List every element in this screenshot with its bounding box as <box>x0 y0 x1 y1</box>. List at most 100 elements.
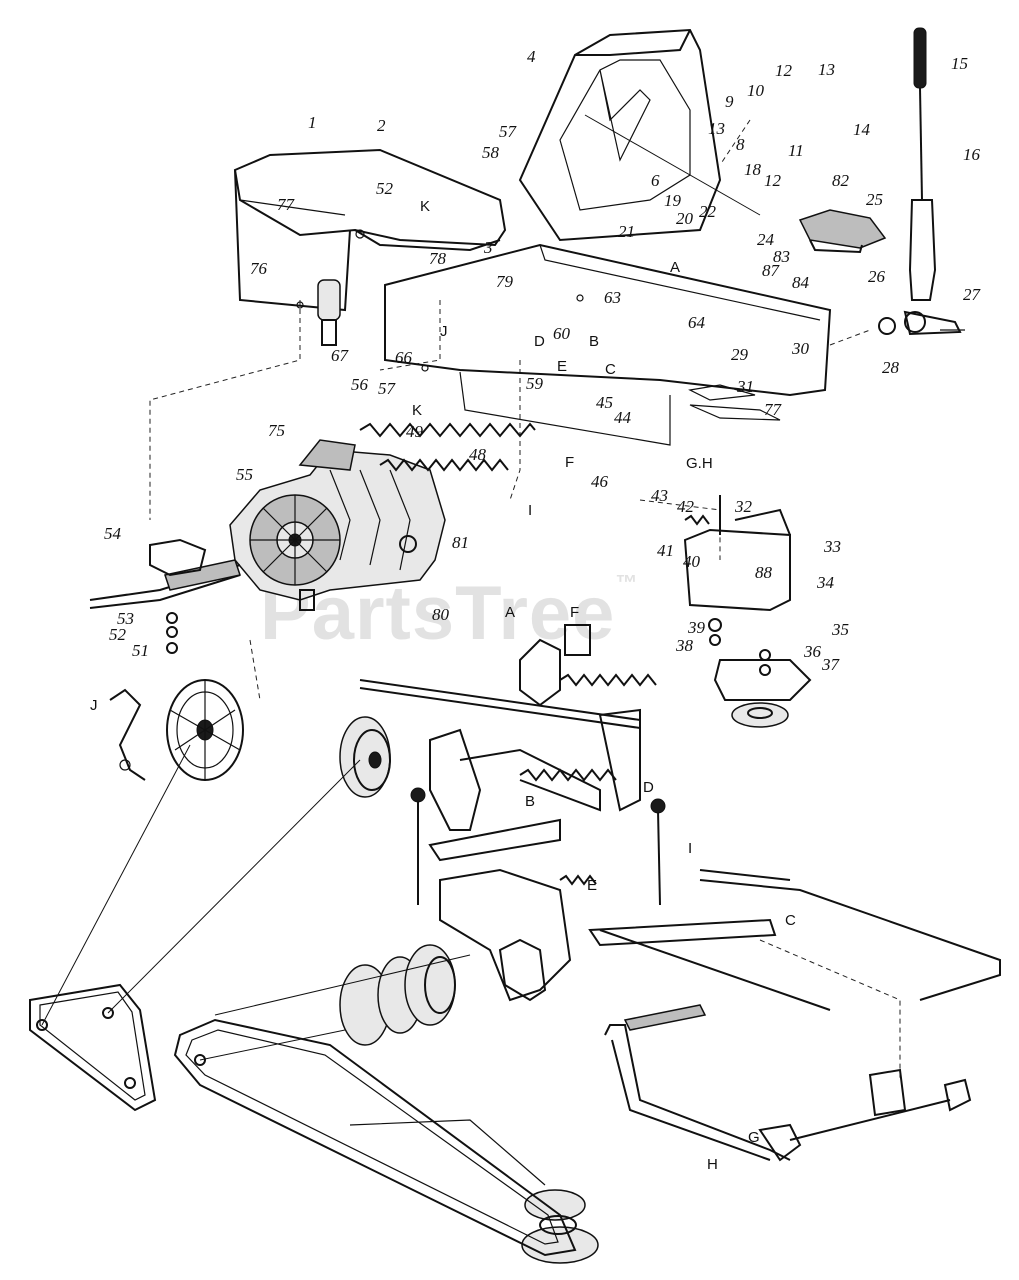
callout-55: 55 <box>236 465 253 484</box>
callout-77b: 77 <box>764 400 783 419</box>
callout-82: 82 <box>832 171 850 190</box>
callout-9: 9 <box>725 92 734 111</box>
callout-15: 15 <box>951 54 968 73</box>
callout-75: 75 <box>268 421 285 440</box>
callout-33: 33 <box>823 537 841 556</box>
callout-48: 48 <box>469 445 487 464</box>
callout-3: 3 <box>483 238 493 257</box>
callout-63: 63 <box>604 288 621 307</box>
callout-84: 84 <box>792 273 810 292</box>
callout-81: 81 <box>452 533 469 552</box>
callout-1: 1 <box>308 113 317 132</box>
letter-k-mid: K <box>412 402 422 419</box>
letter-b-low: B <box>525 793 535 810</box>
letter-c-low: C <box>785 912 796 929</box>
callout-44: 44 <box>614 408 632 427</box>
callout-57b: 57 <box>378 379 397 398</box>
frame-bracket <box>233 148 507 312</box>
assembly-guides <box>149 119 901 1080</box>
callout-49: 49 <box>406 422 424 441</box>
cooling-fan <box>249 494 341 586</box>
letter-b-top: B <box>589 333 599 350</box>
letter-d-low: D <box>643 779 654 796</box>
callout-87: 87 <box>762 261 781 280</box>
callout-22: 22 <box>699 202 717 221</box>
callout-12b: 12 <box>764 171 782 190</box>
blower-fan <box>109 679 244 781</box>
callout-66: 66 <box>395 348 413 367</box>
letter-j-top: J <box>440 323 448 340</box>
dashboard-panel <box>518 28 761 242</box>
callout-52b: 52 <box>109 625 127 644</box>
callout-77a: 77 <box>277 195 296 214</box>
letter-f-mid: F <box>570 604 579 621</box>
callout-53: 53 <box>117 609 134 628</box>
callout-42: 42 <box>677 497 695 516</box>
main-frame-plate <box>384 243 832 446</box>
callout-13b: 13 <box>708 119 725 138</box>
callout-80: 80 <box>432 605 450 624</box>
callout-57a: 57 <box>499 122 518 141</box>
reference-letters: K J D E B C F K G.H I A F A J B D E C I … <box>90 198 796 1173</box>
letter-i-low: I <box>688 840 692 857</box>
letter-c-top: C <box>605 361 616 378</box>
callout-2: 2 <box>377 116 386 135</box>
callout-21: 21 <box>618 222 635 241</box>
callout-52a: 52 <box>376 179 394 198</box>
callout-13a: 13 <box>818 60 835 79</box>
callout-60: 60 <box>553 324 571 343</box>
callout-45: 45 <box>596 393 613 412</box>
callout-labels: 1 2 3 4 6 8 9 10 11 12 12 13 13 14 15 16… <box>104 47 982 674</box>
callout-4: 4 <box>527 47 536 66</box>
callout-67: 67 <box>331 346 350 365</box>
letter-e-top: E <box>557 358 567 375</box>
callout-37: 37 <box>821 655 841 674</box>
letter-gh-mid: G.H <box>686 455 713 472</box>
seat-cover <box>798 209 887 254</box>
callout-18: 18 <box>744 160 762 179</box>
callout-8: 8 <box>736 135 745 154</box>
callout-30: 30 <box>791 339 810 358</box>
callout-88: 88 <box>755 563 773 582</box>
letter-k-top: K <box>420 198 430 215</box>
callout-29: 29 <box>731 345 749 364</box>
callout-28: 28 <box>882 358 900 377</box>
callout-56: 56 <box>351 375 369 394</box>
callout-64: 64 <box>688 313 706 332</box>
callout-12a: 12 <box>775 61 793 80</box>
callout-35: 35 <box>831 620 849 639</box>
callout-76: 76 <box>250 259 268 278</box>
callout-14: 14 <box>853 120 871 139</box>
callout-34: 34 <box>816 573 835 592</box>
brake-pedal <box>604 1004 972 1162</box>
callout-31: 31 <box>736 377 754 396</box>
pulleys <box>339 702 789 1264</box>
letter-h-low: H <box>707 1156 718 1173</box>
callout-20: 20 <box>676 209 694 228</box>
callout-58: 58 <box>482 143 500 162</box>
callout-24: 24 <box>757 230 775 249</box>
letter-a-top: A <box>670 259 680 276</box>
linkage-assembly <box>359 624 1001 1011</box>
callout-41: 41 <box>657 541 674 560</box>
callout-32: 32 <box>734 497 753 516</box>
transaxle <box>89 279 446 654</box>
callout-16: 16 <box>963 145 981 164</box>
callout-78: 78 <box>429 249 447 268</box>
letter-g-low: G <box>748 1129 760 1146</box>
callout-54: 54 <box>104 524 122 543</box>
right-bracket <box>683 495 812 701</box>
letter-e-low: E <box>587 877 597 894</box>
letter-a-mid: A <box>505 604 515 621</box>
callout-39: 39 <box>687 618 706 637</box>
callout-79: 79 <box>496 272 514 291</box>
letter-f-top: F <box>565 454 574 471</box>
watermark-trademark: ™ <box>615 570 639 595</box>
callout-51: 51 <box>132 641 149 660</box>
callout-43: 43 <box>651 486 668 505</box>
letter-d-top: D <box>534 333 545 350</box>
callout-38: 38 <box>675 636 694 655</box>
drive-belts <box>29 744 577 1257</box>
callout-36: 36 <box>803 642 822 661</box>
